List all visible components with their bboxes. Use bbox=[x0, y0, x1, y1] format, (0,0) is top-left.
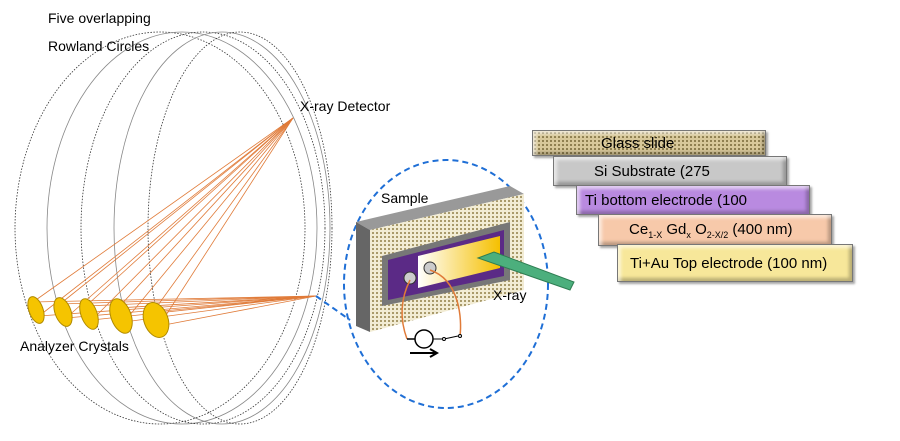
analyzer-crystal bbox=[109, 298, 133, 334]
sample-holder bbox=[356, 186, 575, 358]
layer-cgo: Ce1-X Gdx O2-X/2 (400 nm) bbox=[598, 214, 832, 246]
analyzer-crystals bbox=[27, 296, 170, 338]
rowland-circle bbox=[80, 31, 326, 425]
analyzer-crystal bbox=[142, 302, 170, 338]
layer-ti-au-top: Ti+Au Top electrode (100 nm) bbox=[617, 244, 853, 282]
ray-line bbox=[59, 117, 294, 305]
analyzer-crystal bbox=[79, 298, 99, 330]
ray-line bbox=[117, 117, 294, 309]
title-line1: Five overlapping bbox=[48, 10, 151, 26]
layer-ti-bottom: Ti bottom electrode (100 bbox=[576, 185, 810, 215]
crystals-label: Analyzer Crystals bbox=[20, 338, 129, 354]
x-ray-beam bbox=[476, 251, 575, 291]
xray-label: X-ray bbox=[493, 287, 527, 303]
layer-label: Ti bottom electrode (100 bbox=[585, 191, 748, 209]
screw-icon bbox=[403, 271, 417, 285]
ray-line bbox=[158, 117, 294, 327]
rowland-circle bbox=[113, 31, 331, 425]
ray-line bbox=[65, 295, 317, 319]
current-source-icon bbox=[414, 329, 434, 349]
magnifier bbox=[315, 159, 549, 409]
x-ray-paths bbox=[32, 117, 317, 327]
layer-si-substrate: Si Substrate (275 bbox=[553, 156, 787, 186]
ray-line bbox=[91, 117, 294, 321]
analyzer-crystal bbox=[53, 297, 73, 327]
ray-line bbox=[152, 295, 317, 313]
ray-line bbox=[158, 295, 317, 327]
ray-line bbox=[65, 117, 294, 319]
analyzer-crystal bbox=[27, 296, 45, 324]
rowland-circle bbox=[46, 31, 318, 425]
layer-label: Glass slide bbox=[601, 134, 675, 152]
layer-glass-slide: Glass slide bbox=[532, 130, 766, 156]
ray-line bbox=[38, 117, 294, 317]
rowland-circle bbox=[147, 31, 333, 425]
ray-line bbox=[85, 117, 294, 307]
ray-line bbox=[59, 295, 317, 305]
detector-label: X-ray Detector bbox=[300, 98, 391, 114]
rowland-circle bbox=[14, 31, 306, 425]
layer-label: Ce1-X Gdx O2-X/2 (400 nm) bbox=[629, 221, 793, 240]
rowland-circles bbox=[14, 31, 333, 425]
title-line2: Rowland Circles bbox=[48, 38, 150, 54]
ray-line bbox=[152, 117, 294, 313]
layer-label: Ti+Au Top electrode (100 nm) bbox=[630, 254, 828, 272]
ray-line bbox=[32, 295, 317, 303]
sample-label: Sample bbox=[381, 190, 429, 206]
ray-line bbox=[32, 117, 294, 303]
layer-label: Si Substrate (275 bbox=[594, 162, 710, 180]
ray-line bbox=[123, 117, 294, 323]
